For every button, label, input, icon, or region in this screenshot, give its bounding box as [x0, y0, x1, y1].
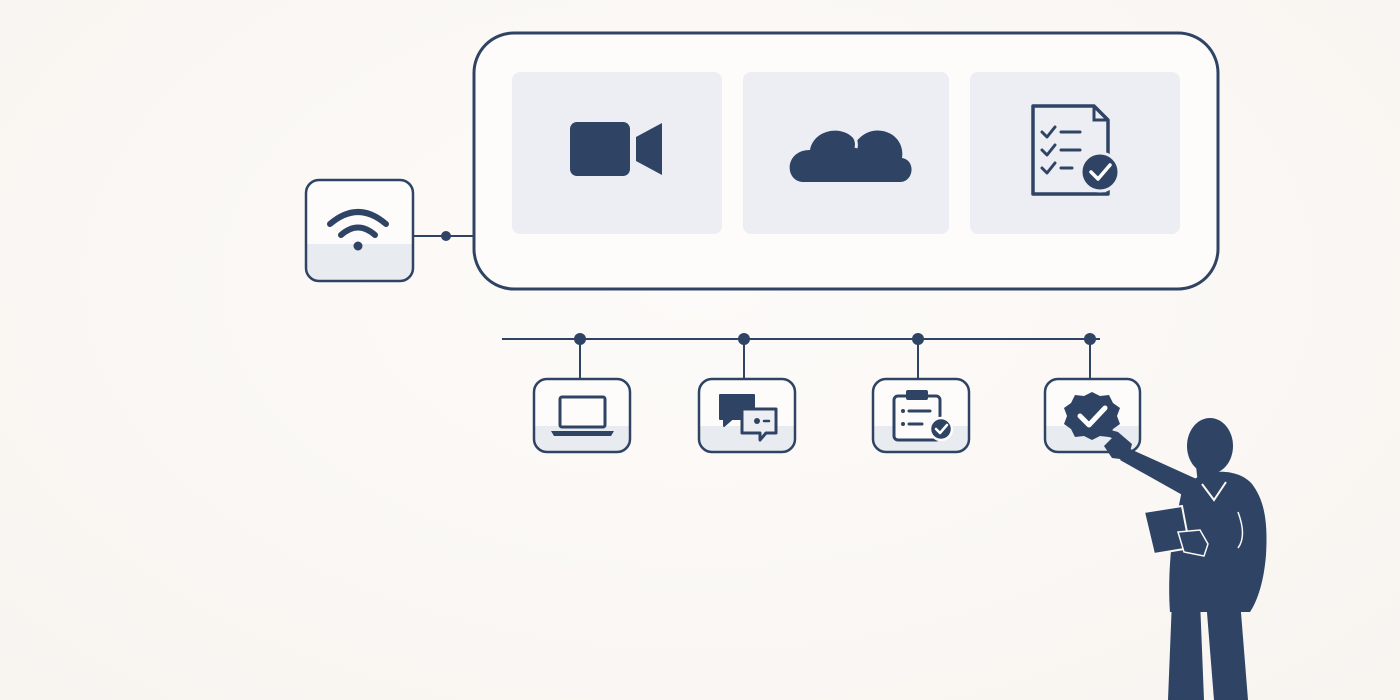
wifi-connector: [413, 231, 474, 241]
wifi-icon: [327, 209, 389, 251]
laptop-icon: [551, 395, 614, 436]
verified-badge-icon: [1064, 392, 1120, 440]
chat-bubbles-icon: [719, 394, 778, 442]
video-camera-icon: [570, 122, 662, 176]
cloud-icon: [789, 126, 912, 182]
clipboard-check-icon: [892, 390, 954, 442]
timeline-bus: [502, 338, 1100, 379]
checklist-approved-icon: [1031, 104, 1121, 196]
presenter-silhouette: [1094, 418, 1267, 700]
timeline-dots: [574, 333, 1096, 345]
